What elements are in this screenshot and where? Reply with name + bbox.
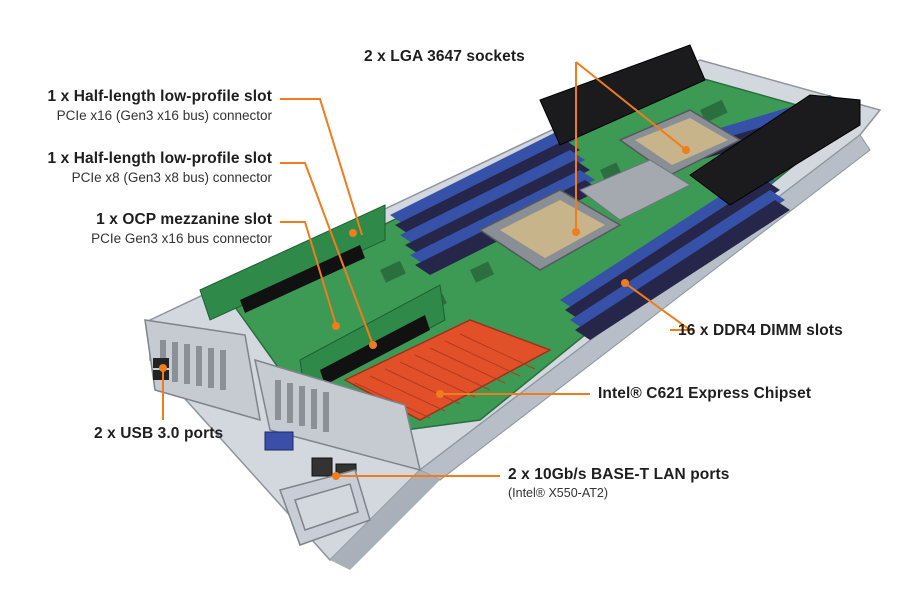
callout-ocp: 1 x OCP mezzanine slot PCIe Gen3 x16 bus…	[91, 211, 272, 246]
dot-sockets-a	[572, 228, 580, 236]
vrm-heatsink	[579, 159, 692, 221]
usb-ports	[153, 358, 169, 380]
riser-slot-x16	[240, 245, 365, 313]
callout-chipset-title: Intel® C621 Express Chipset	[598, 385, 812, 402]
dot-pcie-x16	[349, 229, 357, 237]
dot-usb	[159, 364, 167, 372]
callout-sockets-title: 2 x LGA 3647 sockets	[364, 48, 525, 65]
air-shroud-left	[539, 44, 706, 146]
io-bracket-right	[254, 358, 422, 472]
callout-dimm: 16 x DDR4 DIMM slots	[678, 322, 843, 340]
dot-ocp	[332, 322, 340, 330]
leader-dimm	[624, 282, 694, 331]
callout-ocp-sub: PCIe Gen3 x16 bus connector	[91, 231, 272, 246]
leader-ocp	[280, 221, 337, 326]
callout-chipset: Intel® C621 Express Chipset	[598, 385, 811, 403]
callout-usb: 2 x USB 3.0 ports	[94, 425, 223, 443]
io-bracket-right-vents	[275, 380, 329, 432]
callout-pcie-x16-sub: PCIe x16 (Gen3 x16 bus) connector	[56, 108, 272, 123]
dot-chipset	[436, 390, 444, 398]
leader-pcie-x16	[280, 98, 363, 236]
callout-pcie-x8-sub: PCIe x8 (Gen3 x8 bus) connector	[71, 170, 272, 185]
callout-lan: 2 x 10Gb/s BASE-T LAN ports (Intel® X550…	[508, 466, 729, 500]
chassis-handle	[279, 469, 371, 546]
riser-slot-x8	[320, 315, 430, 385]
leader-sockets-b	[575, 61, 687, 151]
callout-dimm-title: 16 x DDR4 DIMM slots	[678, 322, 843, 339]
callout-sockets: 2 x LGA 3647 sockets	[364, 48, 525, 66]
chassis-side-lower	[330, 470, 440, 570]
callout-pcie-x16: 1 x Half-length low-profile slot PCIe x1…	[47, 88, 272, 123]
callout-pcie-x8: 1 x Half-length low-profile slot PCIe x8…	[47, 150, 272, 185]
riser-card-x16	[199, 204, 386, 321]
callout-lan-sub: (Intel® X550-AT2)	[508, 486, 608, 500]
callout-ocp-title: 1 x OCP mezzanine slot	[96, 211, 272, 228]
callout-pcie-x8-title: 1 x Half-length low-profile slot	[47, 150, 272, 167]
dot-sockets-b	[682, 146, 690, 154]
dot-dimm	[621, 279, 629, 287]
air-shroud-right	[689, 94, 861, 206]
callout-lan-title: 2 x 10Gb/s BASE-T LAN ports	[508, 466, 730, 483]
dot-pcie-x8	[369, 341, 377, 349]
callout-pcie-x16-title: 1 x Half-length low-profile slot	[47, 88, 272, 105]
callout-usb-title: 2 x USB 3.0 ports	[94, 425, 224, 442]
leader-pcie-x8	[280, 162, 374, 346]
cpu-socket-1	[478, 189, 622, 271]
dot-lan	[332, 472, 340, 480]
vga-port	[264, 431, 294, 451]
